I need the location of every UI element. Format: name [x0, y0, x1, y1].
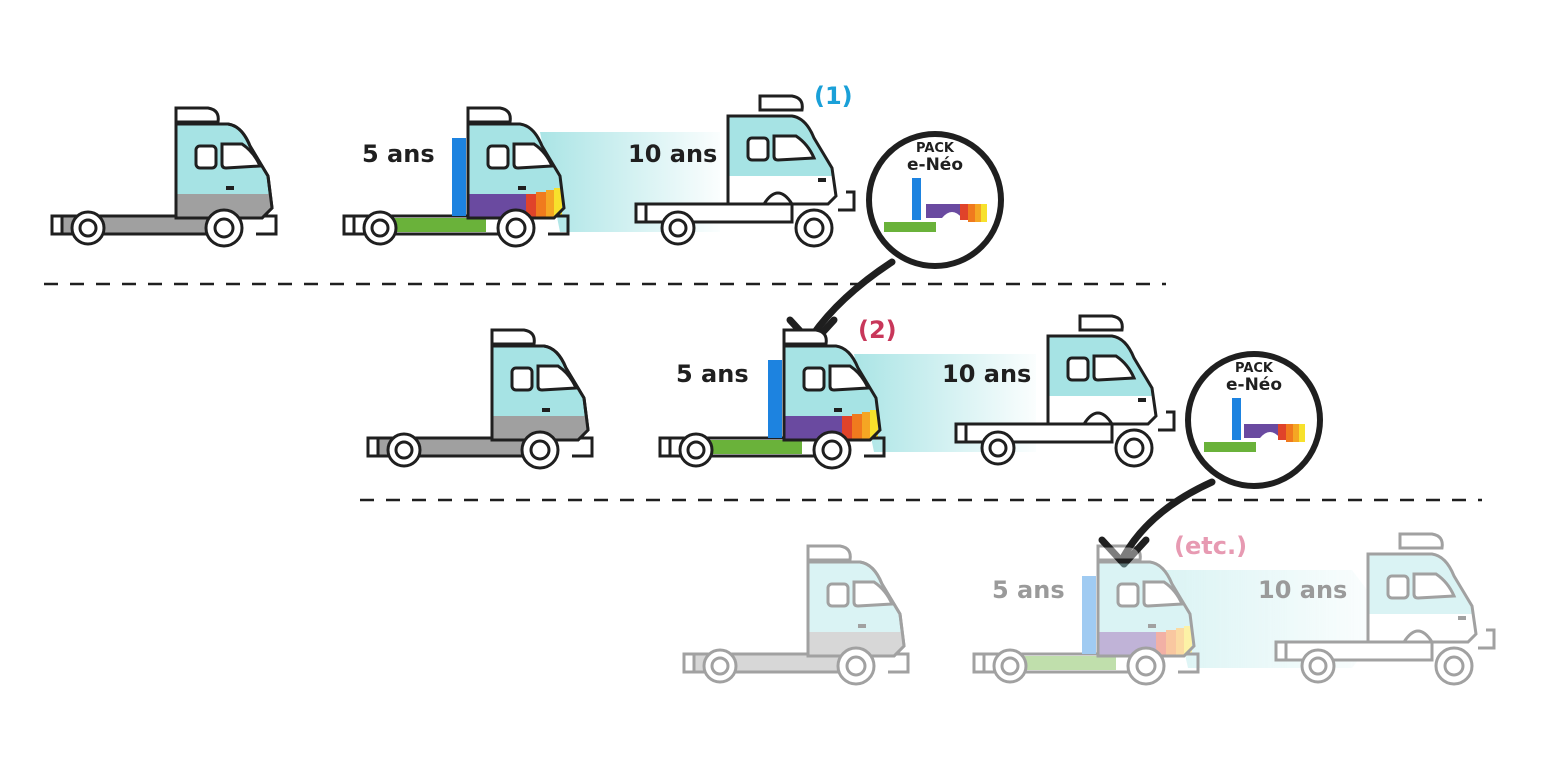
step-marker-3: (etc.) [1174, 532, 1247, 560]
pack-name-row-2: e-Néo [1226, 375, 1282, 395]
label-10-years-row-1: 10 ans [628, 140, 717, 168]
truck-retrofitted-row-3 [972, 544, 1200, 686]
label-5-years-row-2: 5 ans [676, 360, 749, 388]
pack-e-neo-badge-row-1: PACK e-Néo [866, 131, 1004, 269]
label-5-years-row-1: 5 ans [362, 140, 435, 168]
truck-original-row-2 [366, 328, 594, 470]
pack-label-row-1: PACK [916, 141, 955, 156]
pack-label-row-2: PACK [1235, 361, 1274, 376]
row-1: 5 ans 10 ans (1) PACK e-Néo [50, 82, 1004, 269]
label-5-years-row-3: 5 ans [992, 576, 1065, 604]
truck-retrofitted-row-2 [658, 328, 886, 470]
row-2: 5 ans 10 ans (2) PACK e-Néo [366, 314, 1323, 489]
step-marker-1: (1) [814, 82, 853, 110]
step-marker-2: (2) [858, 316, 897, 344]
truck-original-row-3 [682, 544, 910, 686]
pack-e-neo-badge-row-2: PACK e-Néo [1185, 351, 1323, 489]
label-10-years-row-3: 10 ans [1258, 576, 1347, 604]
truck-original-row-1 [50, 106, 278, 248]
label-10-years-row-2: 10 ans [942, 360, 1031, 388]
row-3 [682, 532, 1496, 686]
truck-retrofitted-row-1 [342, 106, 570, 248]
pack-name-row-1: e-Néo [907, 155, 963, 175]
